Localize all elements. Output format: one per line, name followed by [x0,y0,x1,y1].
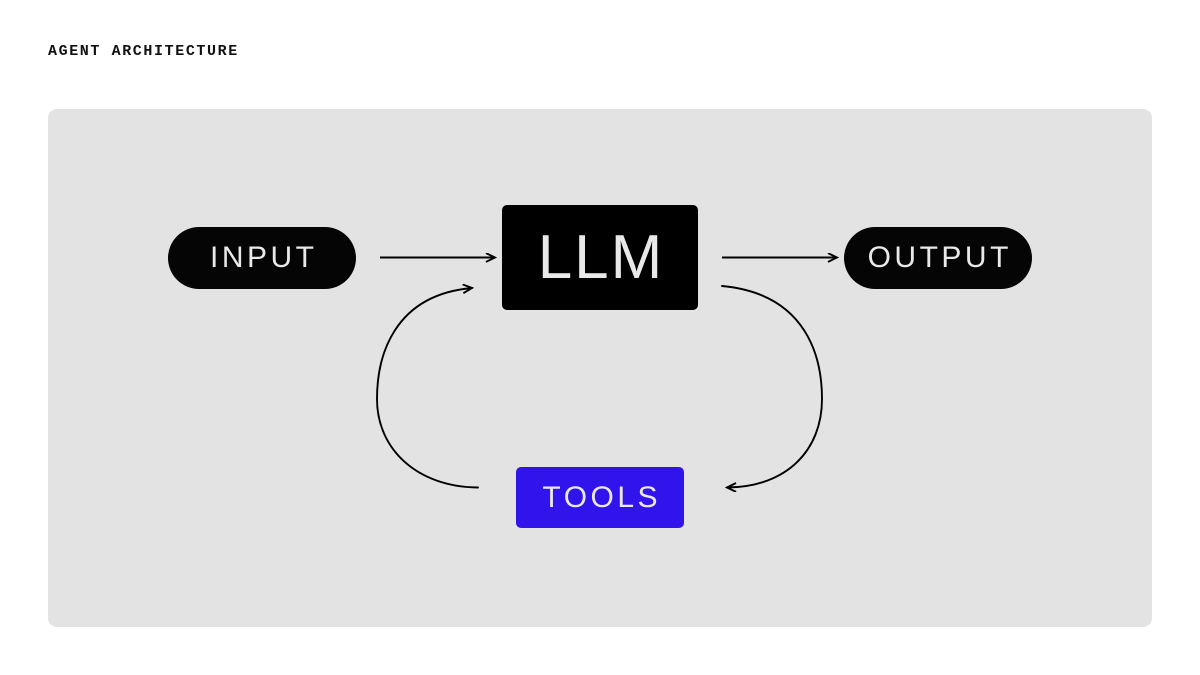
diagram-canvas: INPUT LLM OUTPUT TOOLS [48,109,1152,627]
node-tools-label: TOOLS [542,480,662,514]
node-llm[interactable]: LLM [502,205,698,310]
edge-llm-to-tools [721,285,823,488]
edge-tools-to-llm [376,288,479,489]
node-input-label: INPUT [210,241,318,274]
diagram-panel: INPUT LLM OUTPUT TOOLS [48,109,1152,627]
node-llm-label: LLM [537,222,665,292]
page-title: AGENT ARCHITECTURE [48,43,239,60]
node-tools[interactable]: TOOLS [516,467,684,528]
node-output-label: OUTPUT [867,241,1012,274]
edge-layer [376,109,1152,627]
node-input[interactable]: INPUT [168,227,356,289]
node-output[interactable]: OUTPUT [844,227,1032,289]
